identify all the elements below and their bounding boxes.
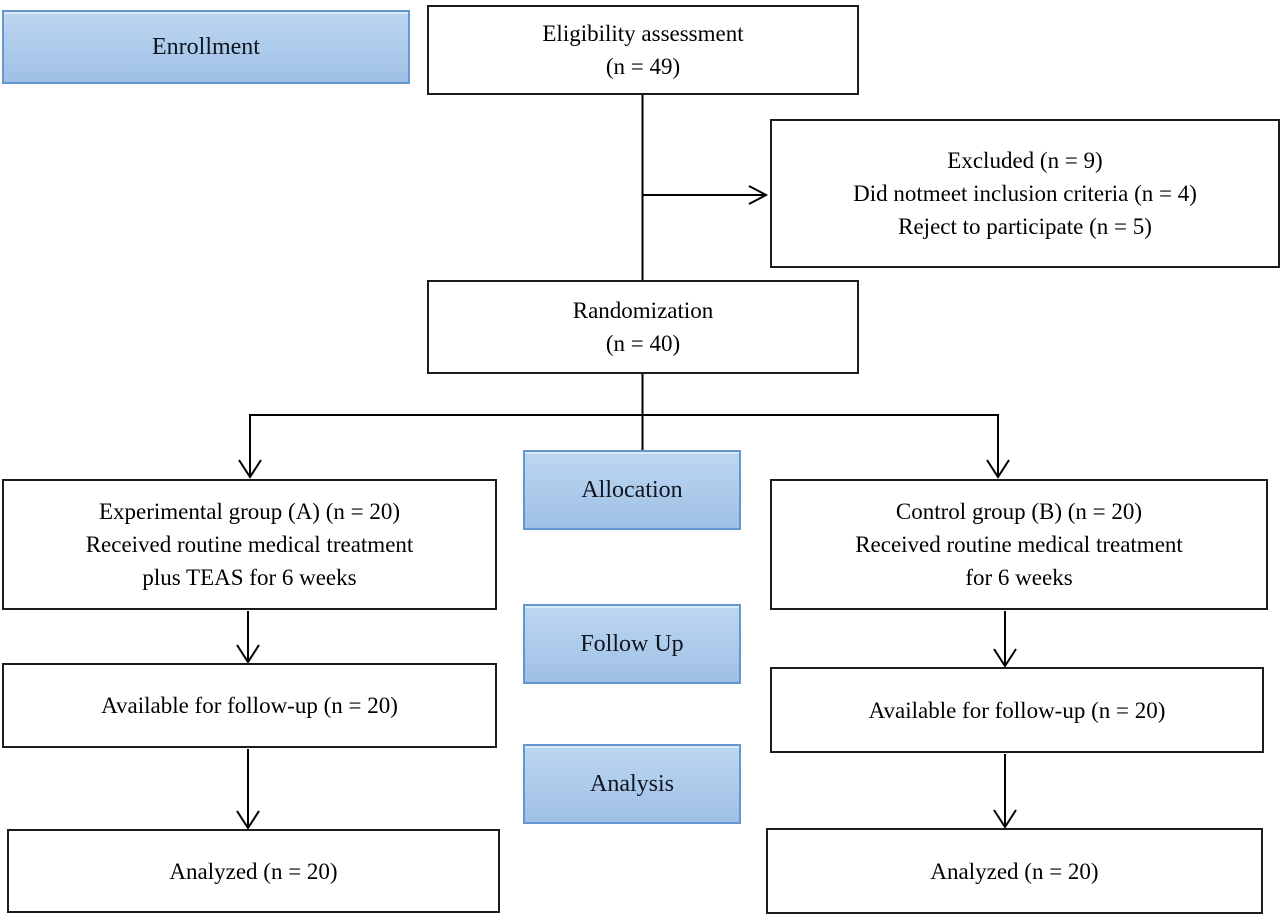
- box-followup-left-line-1: Available for follow-up (n = 20): [101, 693, 398, 718]
- stage-label-allocation-text: Allocation: [581, 476, 683, 503]
- box-excluded-line-3: Reject to participate (n = 5): [898, 214, 1152, 239]
- box-eligibility-line-2: (n = 49): [605, 54, 681, 79]
- box-eligibility-line-1: Eligibility assessment: [542, 21, 744, 46]
- box-analyzed-left-line-1: Analyzed (n = 20): [169, 858, 338, 884]
- arrowhead-followup-left: [236, 644, 260, 664]
- box-experimental-line-1: Experimental group (A) (n = 20): [98, 499, 401, 524]
- box-randomization-line-1: Randomization: [572, 298, 714, 323]
- box-analyzed-right-line-1: Analyzed (n = 20): [930, 858, 1099, 884]
- stage-label-follow-up: Follow Up: [523, 604, 741, 684]
- stage-label-analysis: Analysis: [523, 744, 741, 824]
- stage-label-enrollment: Enrollment: [2, 10, 410, 84]
- arrowhead-experimental: [238, 459, 262, 479]
- arrowhead-excluded: [748, 185, 769, 205]
- stage-label-enrollment-text: Enrollment: [152, 33, 260, 60]
- box-followup-right: Available for follow-up (n = 20): [770, 667, 1264, 753]
- box-experimental-line-2: Received routine medical treatment: [85, 532, 414, 557]
- box-randomization: Randomization (n = 40): [427, 280, 859, 374]
- stage-label-analysis-text: Analysis: [590, 770, 674, 797]
- box-eligibility-assessment: Eligibility assessment (n = 49): [427, 5, 859, 95]
- box-experimental-line-3: plus TEAS for 6 weeks: [142, 565, 357, 590]
- stage-label-follow-up-text: Follow Up: [580, 630, 684, 657]
- box-randomization-line-2: (n = 40): [605, 331, 681, 356]
- box-control-line-1: Control group (B) (n = 20): [895, 499, 1143, 524]
- box-excluded-line-2: Did notmeet inclusion criteria (n = 4): [853, 181, 1197, 206]
- box-control-line-3: for 6 weeks: [965, 565, 1073, 590]
- connector-allocation-branch: [249, 414, 999, 476]
- arrowhead-analyzed-right: [993, 809, 1017, 829]
- box-analyzed-left: Analyzed (n = 20): [7, 829, 500, 913]
- box-control-group: Control group (B) (n = 20) Received rout…: [770, 479, 1268, 610]
- arrowhead-followup-right: [993, 648, 1017, 668]
- box-experimental-group: Experimental group (A) (n = 20) Received…: [2, 479, 497, 610]
- box-analyzed-right: Analyzed (n = 20): [766, 828, 1263, 914]
- box-excluded: Excluded (n = 9) Did notmeet inclusion c…: [770, 119, 1280, 268]
- stage-label-allocation: Allocation: [523, 450, 741, 530]
- arrowhead-control: [986, 459, 1010, 479]
- box-followup-left: Available for follow-up (n = 20): [2, 663, 497, 748]
- box-excluded-line-1: Excluded (n = 9): [947, 148, 1103, 173]
- box-control-line-2: Received routine medical treatment: [855, 532, 1183, 557]
- box-followup-right-line-1: Available for follow-up (n = 20): [868, 697, 1166, 723]
- arrowhead-analyzed-left: [236, 810, 260, 830]
